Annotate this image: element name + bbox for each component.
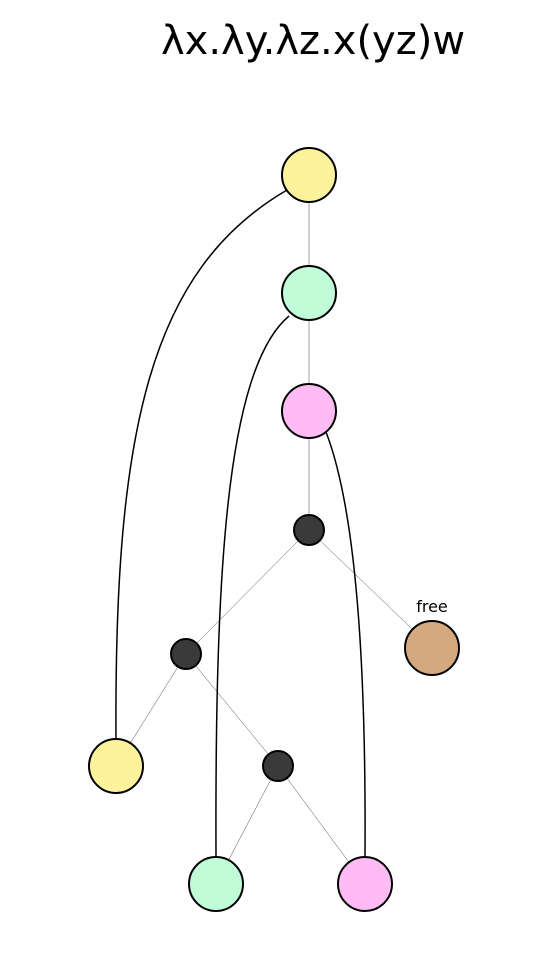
free-variable-label: free bbox=[416, 597, 448, 616]
variable-x-node bbox=[88, 738, 144, 794]
application-root-node bbox=[293, 514, 325, 546]
application-inner-node bbox=[262, 750, 294, 782]
free-variable-w-node bbox=[404, 620, 460, 676]
application-left-node bbox=[170, 638, 202, 670]
lambda-z-node bbox=[281, 383, 337, 439]
variable-y-node bbox=[188, 856, 244, 912]
tree-edge-root-free bbox=[308, 529, 433, 649]
binding-arc-y bbox=[215, 315, 290, 859]
application-tree bbox=[115, 529, 433, 885]
diagram-title: λx.λy.λz.x(yz)w bbox=[161, 18, 465, 64]
tree-edge-left-inner bbox=[185, 653, 279, 767]
lambda-x-node bbox=[281, 147, 337, 203]
binding-arcs bbox=[115, 189, 366, 859]
tree-edge-root-left bbox=[185, 529, 310, 655]
binding-arc-z bbox=[325, 431, 366, 859]
lambda-y-node bbox=[281, 265, 337, 321]
term-nodes bbox=[88, 147, 460, 912]
binding-arc-x bbox=[115, 189, 288, 741]
variable-z-node bbox=[337, 856, 393, 912]
